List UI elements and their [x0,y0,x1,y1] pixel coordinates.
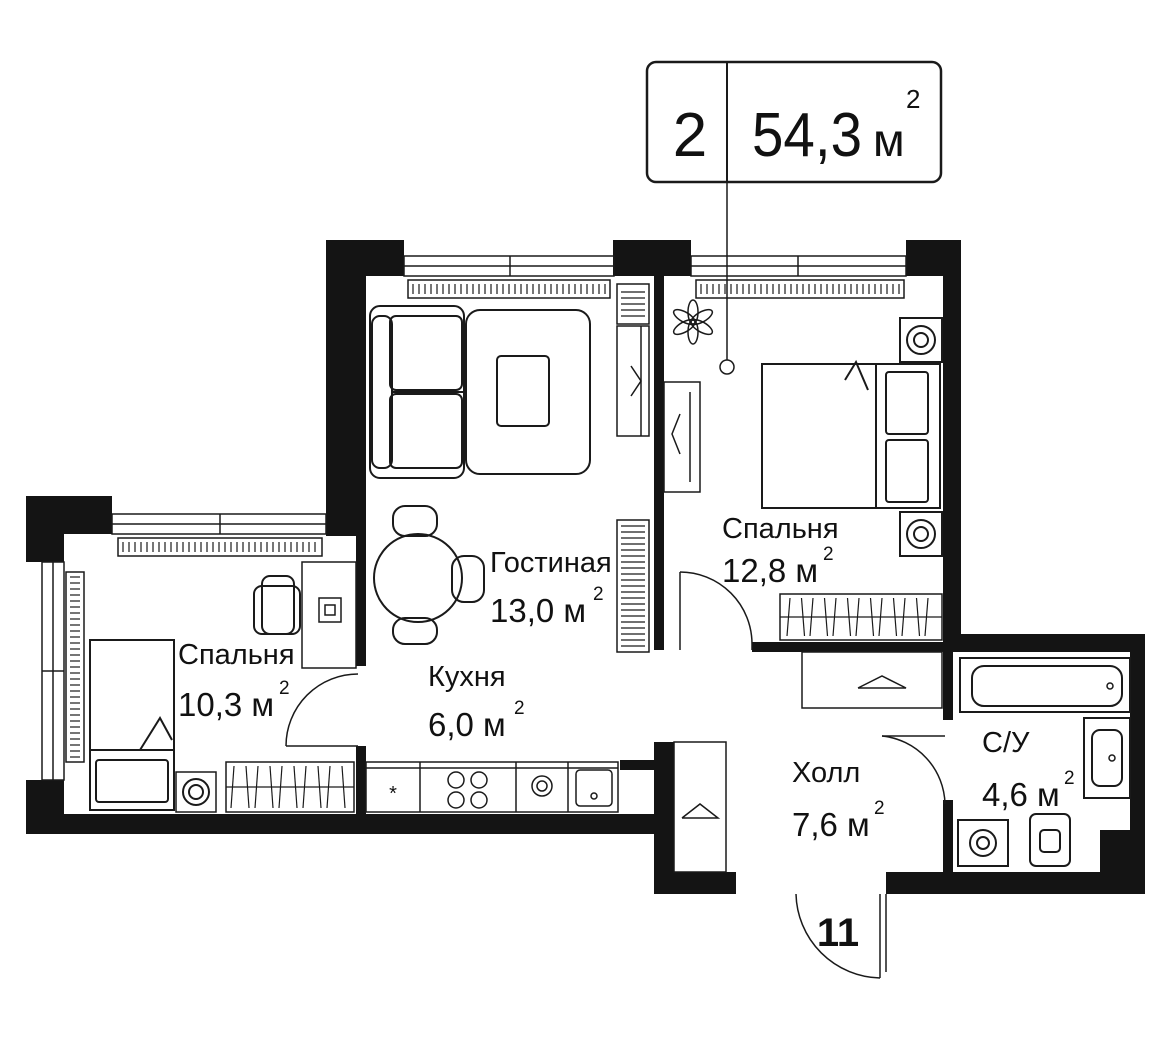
rug [465,309,591,475]
room-name-bedroom-left: Спальня [178,639,295,671]
room-area-living: 13,0 м [490,592,586,629]
plant-icon [672,299,714,345]
room-area-sup-bedroom-right: 2 [823,544,834,565]
wardrobe-living [616,283,650,653]
room-area-sup-bathroom: 2 [1064,768,1075,789]
room-name-bathroom: С/У [982,727,1030,759]
room-area-sup-kitchen: 2 [514,698,525,719]
room-area-bathroom: 4,6 м [982,776,1060,813]
room-label-kitchen: Кухня 6,0 м 2 [428,661,525,743]
total-area-value: 54,3 [752,101,862,170]
kitchen-counter: * [365,761,619,813]
nightstands [899,317,943,557]
room-label-bathroom: С/У 4,6 м 2 [982,727,1075,813]
radiators [65,279,905,763]
walls [26,240,1145,894]
room-label-bedroom-right: Спальня 12,8 м 2 [722,513,839,589]
room-label-living: Гостиная 13,0 м 2 [490,547,612,629]
fridge-icon: * [389,783,397,805]
room-area-sup-living: 2 [593,584,604,605]
sink-bathroom [1083,717,1131,799]
hall-wardrobe [673,651,943,873]
dining-table [373,505,485,645]
wardrobe-bedroom [779,593,943,641]
bed [761,359,941,509]
room-area-sup-hall: 2 [874,798,885,819]
tv-stand [663,381,701,493]
bathtub [959,657,1131,713]
windows [41,255,907,781]
total-area-unit-sup: 2 [906,84,920,114]
toilet [957,813,1071,867]
rooms-count: 2 [673,101,707,170]
desk [253,561,357,669]
total-area-unit: м [873,114,905,166]
room-name-living: Гостиная [490,547,612,579]
room-label-hall: Холл 7,6 м 2 [792,757,885,843]
room-name-bedroom-right: Спальня [722,513,839,545]
room-area-bedroom-right: 12,8 м [722,552,818,589]
room-area-bedroom-left: 10,3 м [178,686,274,723]
room-area-kitchen: 6,0 м [428,706,506,743]
room-area-hall: 7,6 м [792,806,870,843]
doors [285,571,946,979]
left-wardrobe [175,761,355,813]
room-name-kitchen: Кухня [428,661,506,693]
area-header: 2 54,3 м 2 [645,60,943,375]
room-area-sup-bedroom-left: 2 [279,678,290,699]
sofa [369,305,465,479]
single-bed [89,639,175,811]
room-name-hall: Холл [792,757,860,789]
apartment-number: 11 [817,911,859,955]
room-label-bedroom-left: Спальня 10,3 м 2 [178,639,295,723]
